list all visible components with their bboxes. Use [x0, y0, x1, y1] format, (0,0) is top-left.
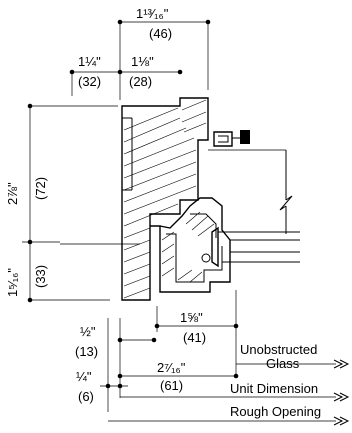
weatherstrip-block	[240, 130, 250, 144]
unit-dimension-label: Unit Dimension	[230, 381, 318, 396]
dim-left-upper-metric: (72)	[33, 177, 48, 200]
dim-bottom-half-metric: (13)	[75, 344, 98, 359]
dim-top-right-metric: (28)	[129, 74, 152, 89]
dim-top-left-metric: (32)	[78, 74, 101, 89]
label-unobstructed-glass: Unobstructed Glass	[236, 342, 350, 371]
dim-bottom-wide-fraction: 2⁷⁄₁₆"	[157, 360, 186, 375]
dim-bottom-quarter-fraction: ¼"	[76, 369, 92, 384]
dim-bottom-quarter-metric: (6)	[78, 389, 94, 404]
wood-hatching	[123, 99, 207, 299]
dim-top-overall: 1¹³⁄₁₆" (46)	[117, 6, 211, 90]
frame-section	[121, 97, 300, 301]
label-unit-dimension: Unit Dimension	[120, 381, 350, 402]
label-rough-opening: Rough Opening	[108, 404, 350, 426]
dim-bottom-mid: 1⅝" (41)	[154, 290, 239, 378]
wall-break-line	[208, 149, 293, 234]
glass-pane	[201, 226, 300, 268]
dim-left-lower-fraction: 1⁵⁄₁₆"	[5, 268, 20, 297]
dim-bottom-half-fraction: ½"	[80, 324, 96, 339]
dim-bottom-mid-fraction: 1⅝"	[180, 310, 203, 325]
dim-left-stack: 2⅞" (72) 1⁵⁄₁₆" (33)	[5, 103, 118, 303]
dim-top-overall-metric: (46)	[149, 26, 172, 41]
dim-top-left-fraction: 1¼"	[78, 54, 101, 69]
dim-bottom-wide: 2⁷⁄₁₆" (61)	[117, 360, 239, 393]
unobstructed-label-line1: Unobstructed	[240, 342, 317, 357]
dim-top-overall-fraction: 1¹³⁄₁₆"	[136, 6, 169, 21]
dim-bottom-mid-metric: (41)	[183, 330, 206, 345]
dim-bottom-half: ½" (13)	[75, 324, 157, 359]
dim-left-upper-fraction: 2⅞"	[5, 182, 20, 205]
dim-bottom-quarter: ¼" (6)	[76, 369, 128, 404]
unobstructed-label-line2: Glass	[266, 356, 300, 371]
dim-bottom-wide-metric: (61)	[160, 378, 183, 393]
dim-top-right-fraction: 1⅛"	[131, 54, 154, 69]
rough-opening-label: Rough Opening	[230, 404, 321, 419]
dim-top-split: 1¼" (32) 1⅛" (28)	[69, 22, 183, 100]
dim-left-lower-metric: (33)	[33, 265, 48, 288]
